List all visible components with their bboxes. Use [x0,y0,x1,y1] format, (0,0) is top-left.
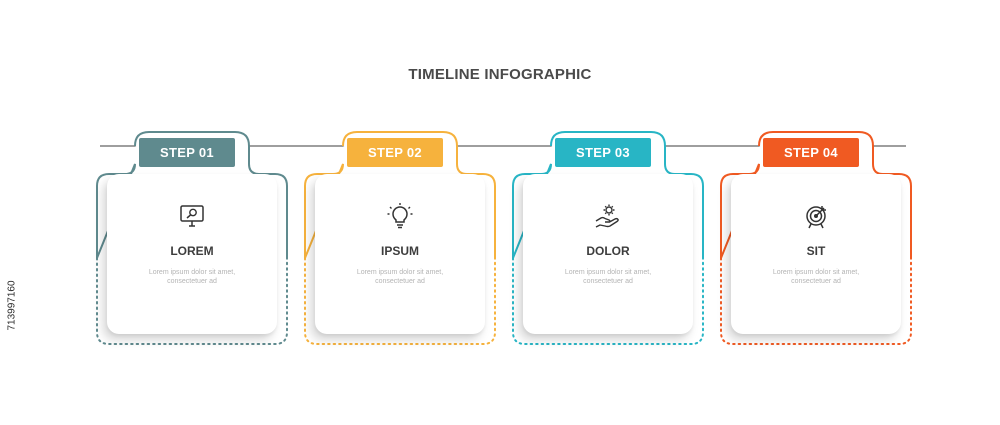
lightbulb-icon [387,203,413,229]
monitor-search-icon [180,205,204,227]
side-id-text: 713997160 [6,280,18,331]
step-heading: DOLOR [586,244,630,258]
card-face [107,174,277,334]
card-face [523,174,693,334]
timeline-line [100,145,906,147]
step-badge: STEP 01 [139,138,235,167]
step-badge: STEP 02 [347,138,443,167]
step-description: Lorem ipsum dolor sit amet, consectetuer… [564,269,652,285]
step-badge: STEP 03 [555,138,651,167]
step-description: Lorem ipsum dolor sit amet, consectetuer… [148,269,236,285]
step-card-2: STEP 02 IPSUM Lorem ipsum dolor sit amet… [304,128,496,350]
step-heading: LOREM [170,244,214,258]
card-face [731,174,901,334]
target-icon [806,206,826,229]
step-badge: STEP 04 [763,138,859,167]
step-card-3: STEP 03 DOLOR Lorem ipsum dolor sit amet… [512,128,704,350]
step-description: Lorem ipsum dolor sit amet, consectetuer… [356,269,444,285]
step-description: Lorem ipsum dolor sit amet, consectetuer… [772,269,860,285]
hand-gear-icon [595,204,619,228]
step-heading: SIT [806,244,826,258]
step-heading: IPSUM [380,244,419,258]
card-face [315,174,485,334]
step-card-1: STEP 01 LOREM Lorem ipsum dolor sit amet… [96,128,288,350]
step-card-4: STEP 04 SIT Lorem ipsum dolor sit amet, … [720,128,912,350]
page-title: TIMELINE INFOGRAPHIC [408,66,592,83]
